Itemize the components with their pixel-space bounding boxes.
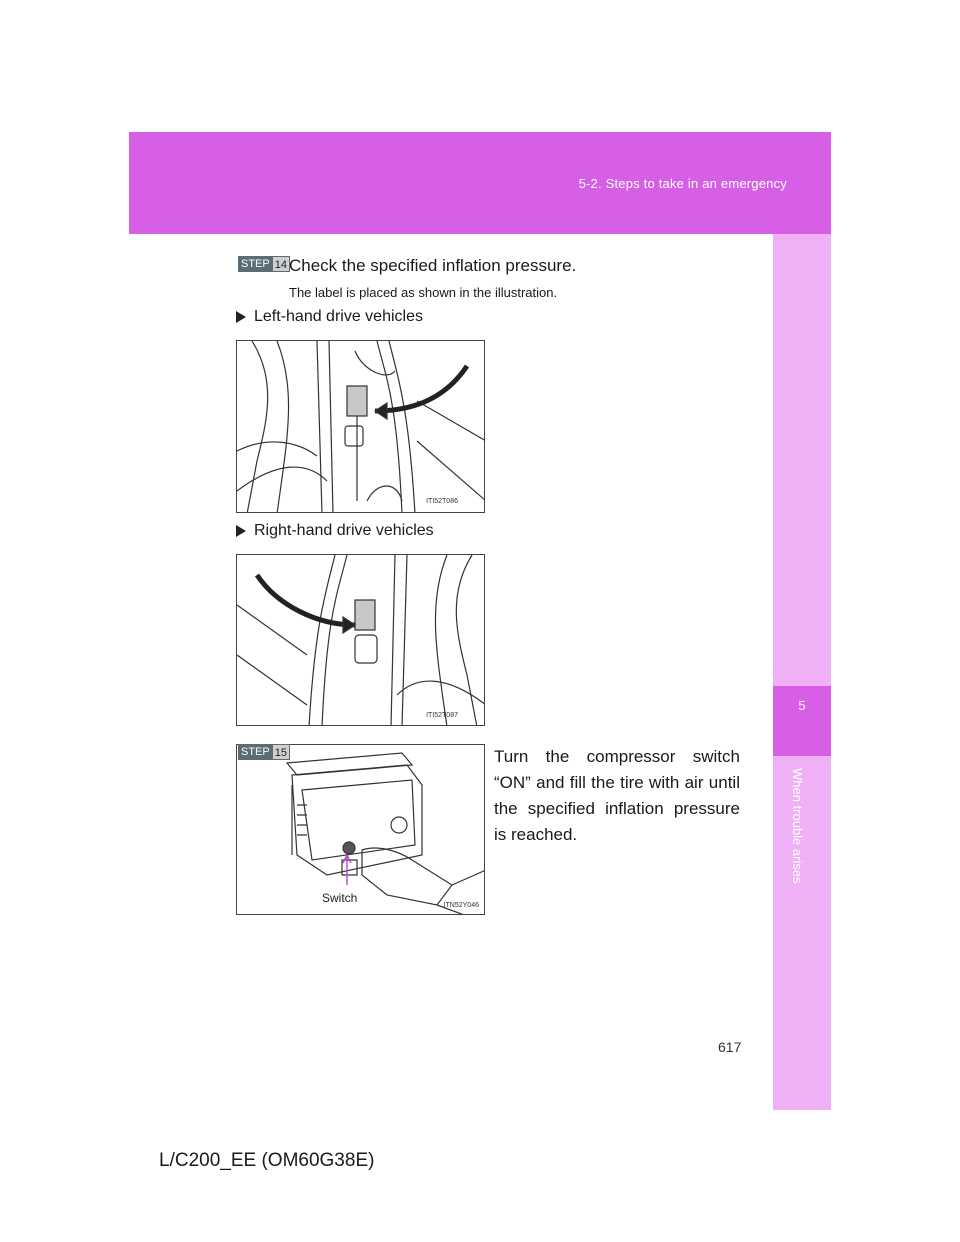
right-hand-heading: Right-hand drive vehicles: [236, 522, 434, 540]
step-14-title: Check the specified inflation pressure.: [289, 256, 577, 275]
right-hand-illustration: ITI52T087: [236, 554, 485, 726]
left-hand-label: Left-hand drive vehicles: [254, 308, 423, 325]
chapter-number: 5: [798, 698, 806, 713]
figure-code-left: ITI52T086: [426, 498, 458, 505]
step-15-text: Turn the compressor switch “ON” and fill…: [494, 747, 740, 844]
step-badge-label: STEP: [238, 256, 273, 272]
step-14-note: The label is placed as shown in the illu…: [289, 285, 558, 300]
compressor-illustration: Switch ITN52Y046: [236, 744, 485, 915]
chapter-label-block: When trouble arises: [790, 768, 814, 968]
left-hand-illustration: ITI52T086: [236, 340, 485, 513]
step-badge-number: 14: [272, 256, 290, 272]
step-14-badge: STEP 14: [238, 256, 290, 272]
play-triangle-icon: [236, 311, 246, 323]
chapter-label: When trouble arises: [790, 768, 805, 884]
section-header: 5-2. Steps to take in an emergency: [129, 132, 831, 234]
figure-code-compressor: ITN52Y046: [443, 902, 479, 909]
document-footer: L/C200_EE (OM60G38E): [159, 1150, 375, 1171]
figure-code-right: ITI52T087: [426, 712, 458, 719]
section-title: 5-2. Steps to take in an emergency: [578, 176, 787, 191]
step-15-badge: STEP 15: [238, 744, 290, 760]
chapter-number-block: 5: [773, 686, 831, 756]
step-badge-number: 15: [272, 744, 290, 760]
page-number: 617: [718, 1039, 742, 1055]
chapter-side-tab: 5 When trouble arises: [773, 234, 831, 1110]
switch-callout: Switch: [322, 891, 358, 905]
play-triangle-icon: [236, 525, 246, 537]
step-badge-label: STEP: [238, 744, 273, 760]
right-hand-label: Right-hand drive vehicles: [254, 522, 434, 539]
left-hand-heading: Left-hand drive vehicles: [236, 308, 423, 326]
